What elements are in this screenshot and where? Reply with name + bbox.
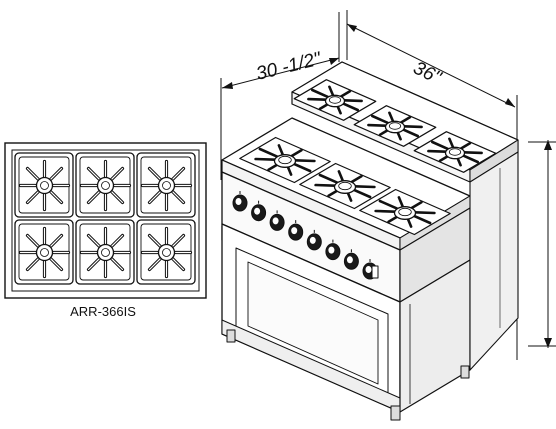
control-knob-icon [288,220,304,241]
upper-burners [293,79,497,173]
burner-cap-icon [96,243,115,262]
control-knob-icon [251,200,267,222]
burner-grate [353,105,437,147]
range-isometric-view [221,61,519,421]
burner-grate [413,131,497,173]
burner-grate [299,162,391,210]
burner-grate [359,188,451,236]
control-knob-icon [306,229,322,251]
top-view-burner-grate [136,219,196,285]
cooktop-top-view [4,142,207,299]
top-view-burner-grate [75,152,135,218]
burner-grate [293,79,377,121]
control-knob-icon [325,239,341,261]
dimension-arrows [222,24,552,348]
top-view-burner-grid [14,152,196,285]
model-number: ARR-366IS [70,304,136,319]
backguard-side [469,151,519,371]
burner-cap-icon [96,176,115,195]
indicator-light-icon [371,265,379,279]
control-knob-icon [269,210,285,231]
burner-cap-icon [35,176,54,195]
control-knob-icon [232,191,248,212]
top-view-burner-grate [14,152,74,218]
burner-cap-icon [35,243,54,262]
control-knob-icon [343,249,359,270]
burner-grate [239,136,331,184]
width-dimension-label: 36" [410,58,445,90]
front-burners [239,136,451,236]
burner-cap-icon [157,243,176,262]
top-view-burner-grate [136,152,196,218]
top-view-burner-grate [14,219,74,285]
control-knobs [232,191,379,280]
top-view-burner-grate [75,219,135,285]
burner-cap-icon [157,176,176,195]
